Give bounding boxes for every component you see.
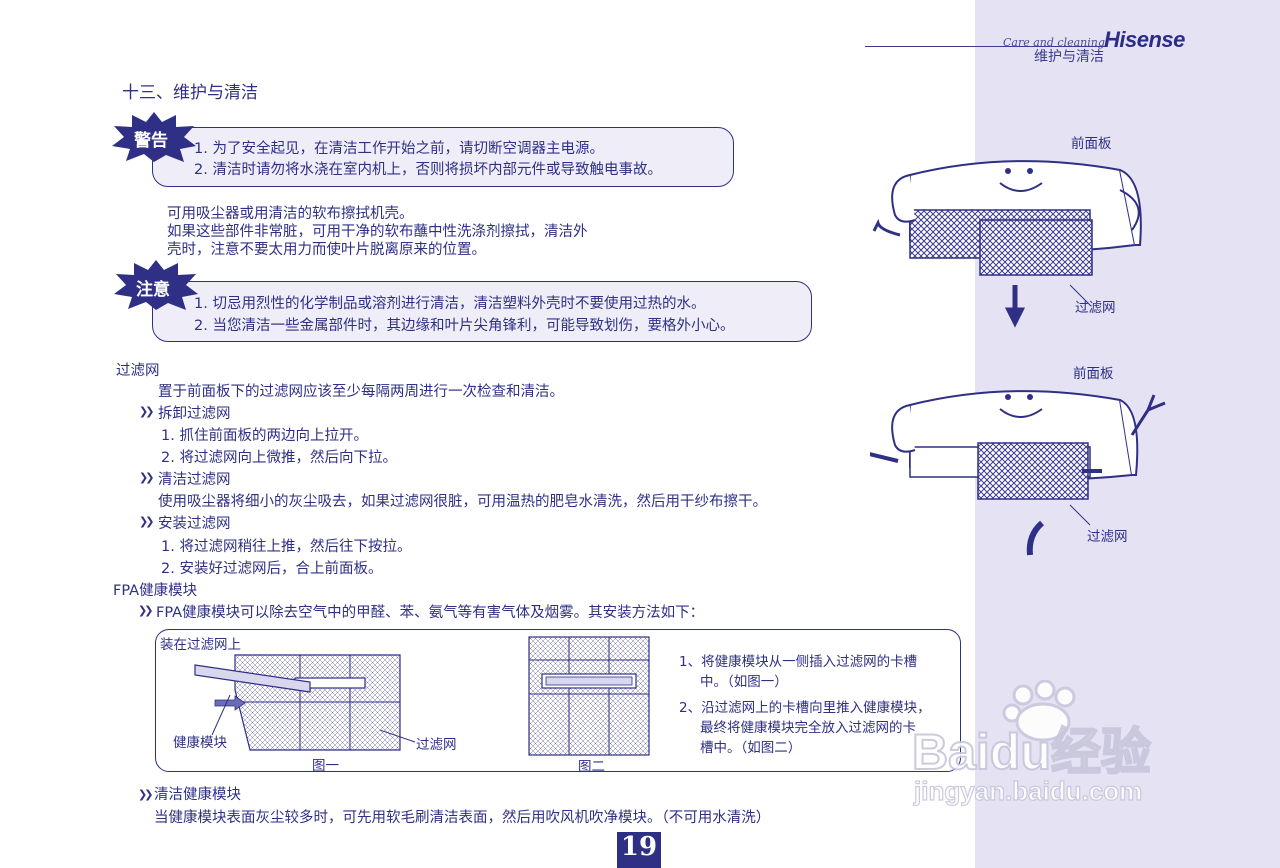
top-front-panel-label: 前面板 xyxy=(1071,136,1112,152)
caution-item: 1. 切忌用烈性的化学制品或溶剂进行清洁，清洁塑料外壳时不要使用过热的水。 xyxy=(194,296,706,312)
clean-module-desc: 当健康模块表面灰尘较多时，可先用软毛刷清洁表面，然后用吹风机吹净模块。（不可用水… xyxy=(154,810,771,826)
intro-line: 可用吸尘器或用清洁的软布擦拭机壳。 xyxy=(167,206,414,222)
label-health-module: 健康模块 xyxy=(173,735,227,751)
fpa-desc: FPA健康模块可以除去空气中的甲醛、苯、氨气等有害气体及烟雾。其安装方法如下： xyxy=(156,605,705,621)
fpa-heading: FPA健康模块 xyxy=(113,583,198,599)
install-filter-title: 安装过滤网 xyxy=(158,516,231,532)
bottom-filter-label: 过滤网 xyxy=(1087,529,1128,545)
warning-item: 1. 为了安全起见，在清洁工作开始之前，请切断空调器主电源。 xyxy=(194,141,604,157)
fpa-step-line: 最终将健康模块完全放入过滤网的卡 xyxy=(700,720,916,736)
ac-unit-illustration-bottom xyxy=(870,390,1166,556)
figure1-caption: 图一 xyxy=(312,758,339,774)
warning-item: 2. 清洁时请勿将水浇在室内机上，否则将损坏内部元件或导致触电事故。 xyxy=(194,162,662,178)
chevron-right-icon: ❯❯ xyxy=(139,515,155,528)
clean-filter-desc: 使用吸尘器将细小的灰尘吸去，如果过滤网很脏，可用温热的肥皂水清洗，然后用干纱布擦… xyxy=(158,494,767,510)
chevron-right-icon: ❯❯ xyxy=(138,604,154,617)
watermark-brand: Baidu经验 xyxy=(911,723,1152,781)
intro-line: 如果这些部件非常脏，可用干净的软布蘸中性洗涤剂擦拭，清洁外 xyxy=(167,224,588,240)
chevron-right-icon: ❯❯ xyxy=(139,471,155,484)
intro-line: 壳时，注意不要太用力而使叶片脱离原来的位置。 xyxy=(167,242,486,258)
chevron-right-icon: ❯❯ xyxy=(138,788,154,801)
fig-box-title: 装在过滤网上 xyxy=(160,637,241,653)
fpa-step-line: 槽中。（如图二） xyxy=(700,740,802,756)
warning-label: 警告 xyxy=(134,131,168,151)
baidu-paw-icon xyxy=(1002,680,1076,742)
warning-burst-icon xyxy=(112,112,196,162)
install-step: 2. 安装好过滤网后，合上前面板。 xyxy=(161,561,383,577)
install-step: 1. 将过滤网稍往上推，然后往下按拉。 xyxy=(161,539,412,555)
page-title: 十三、维护与清洁 xyxy=(122,83,258,103)
caution-item: 2. 当您清洁一些金属部件时，其边缘和叶片尖角锋利，可能导致划伤，要格外小心。 xyxy=(194,318,735,334)
label-filter: 过滤网 xyxy=(416,737,457,753)
warning-box xyxy=(152,127,734,187)
figure1-filter-illustration xyxy=(194,654,401,751)
page-number-badge xyxy=(617,832,661,868)
section-title-zh: 维护与清洁 xyxy=(1034,49,1104,65)
chevron-right-icon: ❯❯ xyxy=(139,405,155,418)
figure2-filter-illustration xyxy=(528,636,650,756)
fpa-step-line: 2、沿过滤网上的卡槽向里推入健康模块， xyxy=(679,700,931,716)
brand-logo: Hisense xyxy=(1104,27,1185,52)
clean-filter-title: 清洁过滤网 xyxy=(158,472,231,488)
watermark-url: jingyan.baidu.com xyxy=(913,775,1143,806)
caution-label: 注意 xyxy=(136,280,170,300)
filter-heading: 过滤网 xyxy=(116,363,160,379)
fpa-step-line: 1、将健康模块从一侧插入过滤网的卡槽 xyxy=(679,654,918,670)
top-filter-label: 过滤网 xyxy=(1075,300,1116,316)
caution-burst-icon xyxy=(114,260,198,310)
clean-module-title: 清洁健康模块 xyxy=(154,787,241,803)
section-title-en: Care and cleaning xyxy=(1003,36,1105,49)
bottom-front-panel-label: 前面板 xyxy=(1073,366,1114,382)
figure2-caption: 图二 xyxy=(578,759,605,775)
filter-desc: 置于前面板下的过滤网应该至少每隔两周进行一次检查和清洁。 xyxy=(158,384,564,400)
leader-line xyxy=(211,694,416,743)
header-rule xyxy=(865,46,1105,47)
page-number: 19 xyxy=(620,832,658,862)
caution-box xyxy=(152,281,812,342)
remove-filter-title: 拆卸过滤网 xyxy=(158,406,231,422)
fpa-step-line: 中。（如图一） xyxy=(700,674,788,690)
remove-step: 1. 抓住前面板的两边向上拉开。 xyxy=(161,428,368,444)
remove-step: 2. 将过滤网向上微推，然后向下拉。 xyxy=(161,450,397,466)
ac-unit-illustration-top xyxy=(872,160,1142,328)
